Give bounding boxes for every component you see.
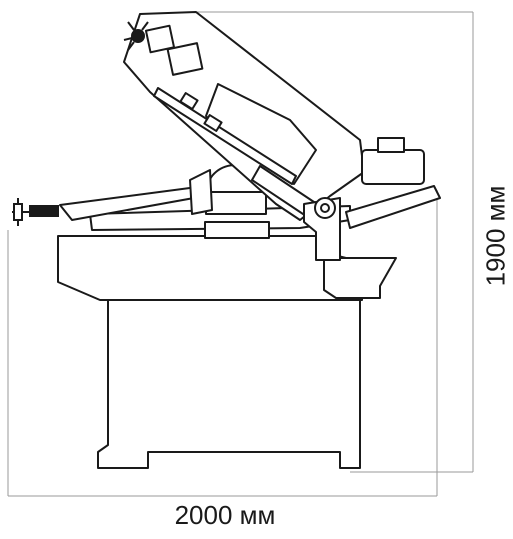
width-dimension-label: 2000 мм bbox=[174, 500, 276, 530]
coolant-tray bbox=[323, 257, 397, 299]
motor-terminal-box bbox=[377, 137, 405, 153]
control-arm bbox=[345, 185, 441, 229]
guide-plate bbox=[203, 114, 223, 132]
vise-jaw bbox=[189, 169, 213, 215]
pivot-pin bbox=[320, 203, 330, 213]
guide-plate bbox=[179, 92, 199, 110]
tension-wheel-icon bbox=[123, 21, 149, 51]
tension-housing bbox=[144, 24, 176, 54]
machine-stand bbox=[97, 299, 361, 469]
gear-housing bbox=[166, 42, 204, 76]
vise-base bbox=[204, 221, 270, 239]
height-dimension-label: 1900 мм bbox=[480, 185, 511, 287]
vise-handwheel-icon bbox=[12, 198, 59, 226]
dimension-frame bbox=[7, 11, 474, 497]
blade-guide bbox=[153, 87, 297, 185]
drive-motor bbox=[361, 149, 425, 185]
blade-cover bbox=[205, 83, 317, 185]
vise-block bbox=[205, 191, 267, 215]
